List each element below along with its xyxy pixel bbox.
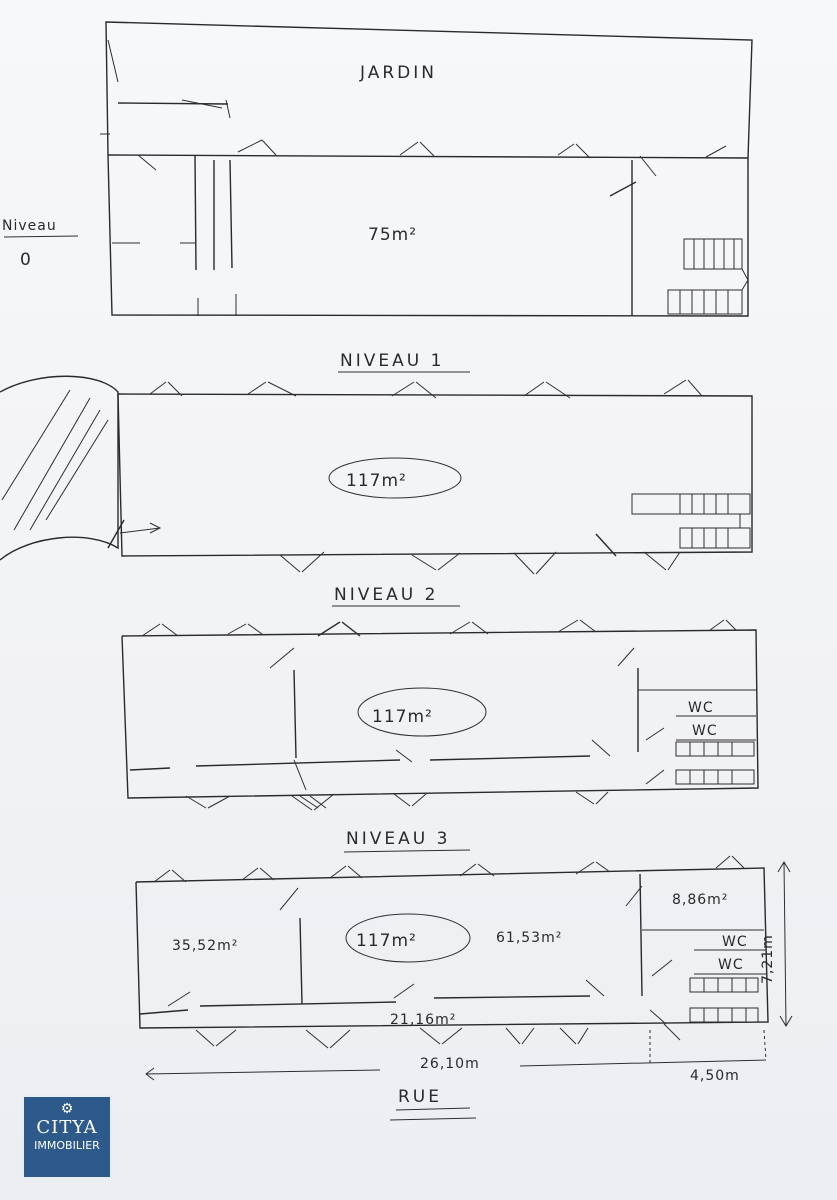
level-2-wc-1: WC bbox=[688, 700, 714, 716]
level-3-room-left-area: 35,52m² bbox=[172, 938, 238, 954]
level-3-area-outline bbox=[345, 913, 471, 963]
level-3-wc-2: WC bbox=[718, 957, 744, 973]
level-3-room-top-right-area: 8,86m² bbox=[672, 892, 728, 908]
level-2-wc-2: WC bbox=[692, 723, 718, 739]
level-0-plan: JARDIN 75m² Niveau 0 bbox=[2, 21, 753, 317]
partial-dimension: 4,50m bbox=[690, 1068, 740, 1084]
width-dimension: 7,21m bbox=[760, 934, 776, 984]
logo-name: CITYA bbox=[36, 1117, 98, 1138]
level-2-building bbox=[121, 629, 759, 799]
garden-boundary bbox=[105, 21, 753, 159]
level-2-title: NIVEAU 2 bbox=[334, 585, 438, 605]
level-3-area: 117m² bbox=[356, 931, 417, 951]
level-1-building bbox=[117, 393, 753, 557]
level-2-area: 117m² bbox=[372, 707, 433, 727]
level-3-title: NIVEAU 3 bbox=[346, 829, 450, 849]
level-3-building bbox=[135, 867, 769, 1029]
street-label: RUE bbox=[398, 1087, 442, 1107]
level-0-number: 0 bbox=[20, 250, 32, 270]
level-1-plan: NIVEAU 1 bbox=[0, 351, 753, 575]
length-dimension: 26,10m bbox=[420, 1056, 480, 1072]
level-2-plan: NIVEAU 2 bbox=[121, 585, 759, 811]
level-1-area: 117m² bbox=[346, 471, 407, 491]
citya-logo: ⚙ CITYA IMMOBILIER bbox=[22, 1095, 112, 1179]
level-0-label: Niveau bbox=[2, 218, 57, 234]
level-3-plan: NIVEAU 3 bbox=[135, 829, 793, 1084]
level-3-room-right-area: 61,53m² bbox=[496, 930, 562, 946]
logo-subtitle: IMMOBILIER bbox=[34, 1139, 100, 1152]
garden-label: JARDIN bbox=[359, 63, 437, 83]
level-1-area-outline bbox=[328, 457, 462, 499]
level-1-title: NIVEAU 1 bbox=[340, 351, 444, 371]
level-0-area: 75m² bbox=[368, 225, 417, 245]
level-3-corridor-area: 21,16m² bbox=[390, 1012, 456, 1028]
level-0-building bbox=[107, 154, 749, 317]
width-dimension-line bbox=[783, 861, 787, 1027]
column-icon: ⚙ bbox=[60, 1101, 74, 1117]
neighbor-hatch bbox=[0, 375, 119, 561]
level-3-wc-1: WC bbox=[722, 934, 748, 950]
length-dimension-line bbox=[145, 1069, 381, 1075]
level-2-area-outline bbox=[357, 687, 487, 737]
